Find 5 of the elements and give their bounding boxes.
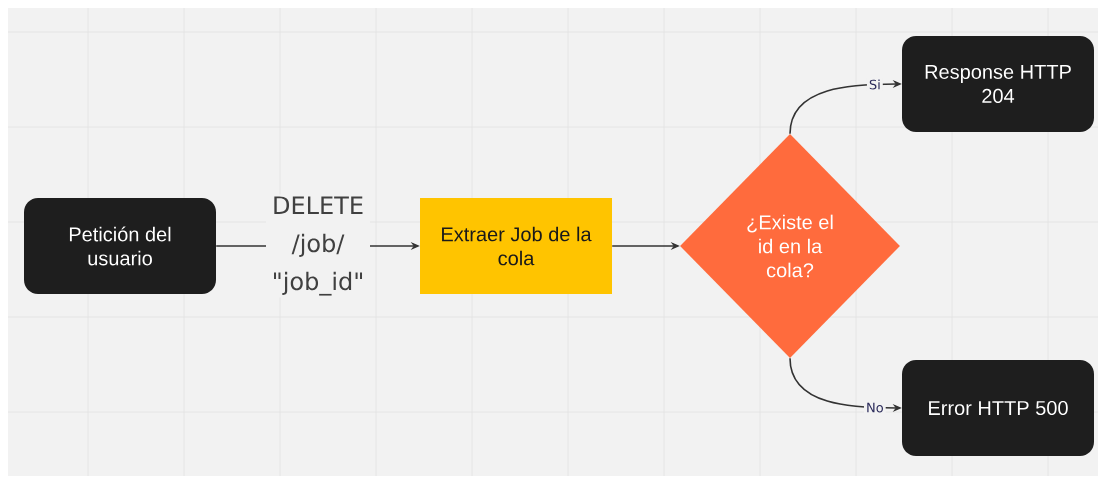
response-box: Response HTTP 204 [902, 36, 1094, 132]
request-box: Petición del usuario [24, 198, 216, 294]
error-box: Error HTTP 500 [902, 360, 1094, 456]
edge-label: DELETE /job/ "job_id" [266, 194, 370, 298]
process-box: Extraer Job de la cola [420, 198, 612, 294]
